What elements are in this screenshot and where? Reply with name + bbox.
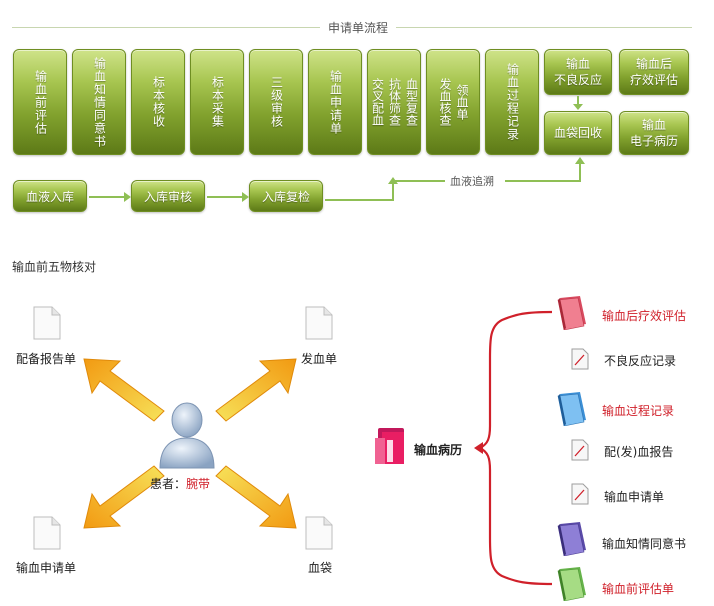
record-item-label: 输血申请单 [604,490,665,504]
arrow-up-left-icon [83,358,165,422]
step-specimen-receive[interactable]: 标本核收 [131,49,185,155]
report-form-label: 配备报告单 [16,352,77,366]
request-form-label: 输血申请单 [16,561,77,575]
blue-book-icon [557,392,586,426]
step-three-level-review[interactable]: 三级审核 [249,49,303,155]
step-issue-check[interactable]: 领血单 发血核查 [426,49,480,155]
step-label-col: 发血核查 [438,78,452,126]
patient-prefix: 患者： [150,477,187,491]
step-blood-stock-in[interactable]: 血液入库 [13,180,87,212]
record-item-label: 输血前评估单 [602,582,675,596]
document-icon [33,306,61,340]
step-label-col: 抗体筛查 [387,78,402,126]
green-book-icon [557,567,586,601]
small-doc-icon [571,483,589,505]
document-icon [305,306,333,340]
record-item-label: 配(发)血报告 [604,445,674,459]
step-pre-evaluation[interactable]: 输血前评估 [13,49,67,155]
box-post-evaluation[interactable]: 输血后 疗效评估 [619,49,689,95]
step-label-col: 血型复查 [404,78,419,126]
step-label: 入库复检 [261,189,310,204]
flow-title-rule-right [396,27,692,28]
record-item-label: 不良反应记录 [604,354,677,368]
step-label: 血液入库 [25,189,74,204]
wristband-label: 腕带 [186,477,211,491]
small-doc-icon [571,439,589,461]
step-label: 输血知情同意书 [92,56,107,148]
trace-label: 血液追溯 [450,175,494,188]
step-label: 入库审核 [143,189,192,204]
purple-book-icon [557,522,586,556]
box-label: 输血 不良反应 [553,57,602,87]
step-label: 标本采集 [210,76,225,128]
step-label: 输血前评估 [33,69,48,135]
blood-bag-label: 血袋 [308,561,333,575]
step-label: 输血申请单 [328,69,343,135]
patient-label: 患者：腕带 [150,475,210,492]
step-label: 三级审核 [269,76,284,128]
issue-form-label: 发血单 [301,352,338,366]
document-icon [33,516,61,550]
step-label: 标本核收 [151,76,166,128]
document-icon [305,516,333,550]
five-check-title: 输血前五物核对 [12,260,97,274]
box-label: 输血后 疗效评估 [629,57,678,87]
record-brace [474,310,553,586]
step-stock-in-recheck[interactable]: 入库复检 [249,180,323,212]
record-root-icon [375,428,404,464]
patient-icon [159,402,215,469]
box-bag-return[interactable]: 血袋回收 [544,111,612,155]
arrow-down-right-icon [215,465,297,529]
arrow-down-icon [573,96,583,110]
record-root-label: 输血病历 [414,443,463,457]
step-label-col: 交叉配血 [370,78,385,126]
red-book-icon [557,296,586,330]
step-transfusion-request[interactable]: 输血申请单 [308,49,362,155]
box-electronic-record[interactable]: 输血 电子病历 [619,111,689,155]
step-specimen-collect[interactable]: 标本采集 [190,49,244,155]
step-stock-in-review[interactable]: 入库审核 [131,180,205,212]
arrow-down-left-icon [83,465,165,529]
step-consent-form[interactable]: 输血知情同意书 [72,49,126,155]
box-adverse-reaction[interactable]: 输血 不良反应 [544,49,612,95]
small-doc-icon [571,348,589,370]
flow-title-rule-left [12,27,320,28]
step-label: 输血过程记录 [505,63,520,141]
arrow-up-right-icon [215,358,297,422]
box-label: 输血 电子病历 [629,118,678,148]
box-label: 血袋回收 [553,126,602,140]
flow-connectors [89,157,585,202]
record-item-label: 输血过程记录 [602,404,675,418]
step-process-record[interactable]: 输血过程记录 [485,49,539,155]
flow-title: 申请单流程 [320,19,396,36]
record-item-label: 输血知情同意书 [602,537,687,551]
record-item-label: 输血后疗效评估 [602,309,687,323]
step-label-col: 领血单 [455,84,469,120]
step-crossmatch[interactable]: 血型复查 抗体筛查 交叉配血 [367,49,421,155]
